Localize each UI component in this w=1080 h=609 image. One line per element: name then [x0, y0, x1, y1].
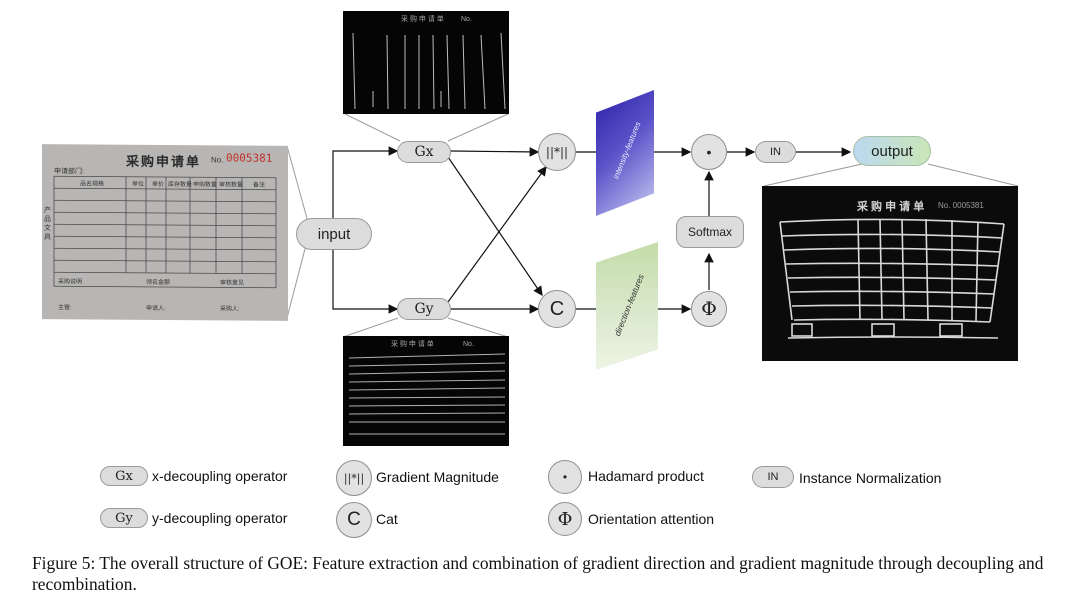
cat-node: C [538, 290, 576, 328]
form-col-5: 审核数量 [218, 182, 243, 189]
legend-phi-symbol: Φ [548, 502, 582, 536]
legend-gy-symbol-label: Gy [115, 510, 133, 526]
svg-text:采 购 申 请 单: 采 购 申 请 单 [391, 339, 434, 348]
legend-grad-symbol: ||*|| [336, 460, 372, 496]
legend-gy-symbol: Gy [100, 508, 148, 528]
gx-edge-image: 采 购 申 请 单 No. [343, 11, 509, 114]
legend-grad-text: Gradient Magnitude [376, 469, 499, 485]
orientation-attention-node: Φ [691, 291, 727, 327]
direction-features-plane [596, 242, 658, 370]
form-bottom-mid: 领名金额 [146, 279, 171, 287]
form-col-6: 备注 [252, 182, 265, 189]
softmax-node: Softmax [676, 216, 744, 248]
form-sign-3: 采购人: [220, 306, 240, 313]
form-header-row: 品名规格 单位 单价 库存数量 申购数量 审核数量 备注 [56, 178, 276, 189]
legend-cat-text: Cat [376, 511, 398, 527]
legend-gx-text: x-decoupling operator [152, 468, 288, 484]
legend-gx-symbol: Gx [100, 466, 148, 486]
form-col-0: 品名规格 [79, 181, 104, 188]
legend-in-symbol: IN [752, 466, 794, 488]
gy-node: Gy [397, 298, 451, 320]
output-edges: 采 购 申 请 单 No. 0005381 [779, 199, 1005, 339]
form-col-4: 申购数量 [192, 182, 217, 189]
input-document-photo: 采购申请单 No. 0005381 申请部门: 产品文具 品名规格 单位 单价 … [42, 144, 288, 321]
softmax-node-label: Softmax [687, 225, 732, 239]
gradient-magnitude-label: ||*|| [545, 145, 569, 159]
intensity-features-plane [596, 90, 654, 216]
svg-text:No.: No. [463, 341, 474, 348]
gx-node-label: Gx [414, 144, 434, 160]
hadamard-node-label: • [706, 144, 712, 160]
figure-caption: Figure 5: The overall structure of GOE: … [32, 553, 1044, 594]
legend-grad-symbol-label: ||*|| [343, 471, 365, 485]
svg-text:No.: No. [461, 16, 472, 23]
legend-cat-symbol-label: C [347, 509, 361, 530]
form-col-1: 单位 [131, 181, 144, 188]
legend-hadamard-symbol: • [548, 460, 582, 494]
legend-hadamard-symbol-label: • [562, 470, 568, 484]
legend-gy-text: y-decoupling operator [152, 510, 288, 526]
gx-edges: 采 购 申 请 单 No. [352, 14, 506, 110]
form-bottom-left: 采购说明 [58, 279, 83, 286]
input-node-label: input [317, 225, 351, 243]
output-edge-image: 采 购 申 请 单 No. 0005381 [762, 186, 1018, 361]
gx-node: Gx [397, 141, 451, 163]
svg-text:采 购 申 请 单: 采 购 申 请 单 [856, 199, 924, 213]
legend-phi-text: Orientation attention [588, 511, 715, 527]
legend-cat-symbol: C [336, 502, 372, 538]
instance-norm-node: IN [755, 141, 796, 163]
legend-in-text: Instance Normalization [799, 470, 942, 486]
svg-text:No. 0005381: No. 0005381 [938, 201, 984, 210]
input-node: input [296, 218, 372, 250]
instance-norm-label: IN [770, 146, 781, 158]
legend-in-symbol-label: IN [767, 471, 779, 483]
legend-gx-symbol-label: Gx [115, 468, 133, 484]
legend-phi-symbol-label: Φ [557, 508, 573, 530]
hadamard-node: • [691, 134, 727, 170]
gy-node-label: Gy [414, 301, 434, 317]
svg-text:采 购 申 请 单: 采 购 申 请 单 [401, 14, 444, 23]
gradient-magnitude-node: ||*|| [538, 133, 576, 171]
cat-node-label: C [549, 297, 565, 320]
form-sign-1: 主管: [58, 305, 72, 312]
form-col-2: 单价 [151, 181, 164, 188]
form-sign-2: 申请人: [146, 305, 166, 313]
form-bottom-right: 审核意见 [220, 280, 245, 287]
output-node-label: output [871, 142, 913, 160]
legend-hadamard-text: Hadamard product [588, 468, 704, 484]
output-node: output [853, 136, 931, 166]
direction-features-block: direction-features [596, 242, 658, 370]
gy-edge-image: 采 购 申 请 单 No. [343, 336, 509, 446]
form-col-3: 库存数量 [168, 182, 193, 189]
form-grid [53, 175, 277, 289]
orientation-attention-label: Φ [701, 298, 717, 320]
intensity-features-block: intensity-features [596, 90, 654, 216]
gy-edges: 采 购 申 请 单 No. [348, 339, 506, 435]
